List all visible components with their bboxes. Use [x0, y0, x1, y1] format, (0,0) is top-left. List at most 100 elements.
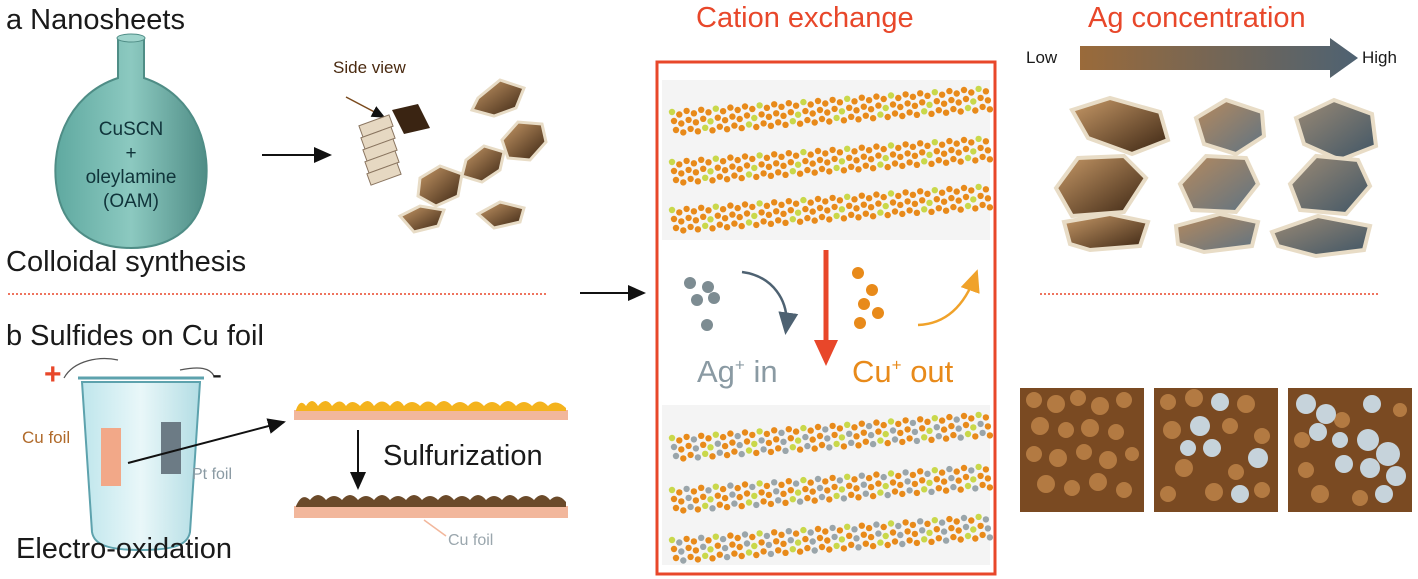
lattice-atom: [738, 502, 745, 510]
lattice-atom: [683, 535, 690, 543]
lattice-atom: [962, 145, 970, 153]
lattice-atom: [889, 199, 897, 206]
lattice-atom: [904, 100, 911, 107]
lattice-atom: [727, 430, 734, 437]
lattice-atom: [975, 85, 982, 93]
lattice-atom: [955, 197, 962, 204]
lattice-atom: [796, 548, 804, 555]
lattice-atom: [931, 415, 938, 422]
lattice-atom: [670, 443, 678, 451]
panel-a-title: a Nanosheets: [6, 4, 185, 36]
lattice-atom: [840, 167, 848, 174]
lattice-atom: [875, 102, 882, 109]
lattice-atom: [670, 167, 678, 175]
lattice-atom: [960, 136, 968, 144]
lattice-atom: [721, 167, 729, 174]
lattice-atom: [775, 169, 782, 176]
lattice-atom: [982, 414, 990, 421]
cu-foil-electrode-label: Cu foil: [22, 428, 71, 447]
lattice-atom: [946, 185, 953, 193]
lattice-atom: [911, 530, 919, 538]
lattice-atom: [895, 144, 902, 152]
lattice-atom: [940, 100, 948, 107]
lattice-atom: [765, 439, 773, 447]
lattice-atom: [968, 415, 975, 422]
lattice-atom: [763, 154, 771, 161]
lattice-atom: [942, 207, 950, 214]
lattice-atom: [940, 478, 948, 485]
lattice-atom: [809, 538, 816, 545]
lattice-atom: [814, 423, 822, 431]
lattice-atom: [668, 158, 676, 166]
lattice-atom: [700, 441, 707, 448]
lattice-atom: [889, 529, 897, 536]
lattice-atom: [904, 478, 911, 485]
lattice-atom: [780, 438, 787, 445]
lattice-atom: [972, 205, 979, 212]
lattice-atom: [690, 538, 698, 545]
lattice-atom: [884, 163, 891, 171]
ag-ions: [684, 277, 720, 331]
lattice-atom: [899, 438, 906, 446]
lattice-atom: [741, 103, 749, 110]
side-view-label: Side view: [333, 58, 406, 77]
ag-charge: +: [734, 355, 745, 375]
lattice-atom: [773, 488, 780, 495]
lattice-atom: [811, 169, 818, 176]
lattice-atom: [855, 166, 862, 173]
lattice-atom: [938, 417, 946, 424]
lattice-atom: [902, 519, 909, 526]
lattice-atom: [924, 92, 931, 100]
lattice-atom: [785, 150, 792, 157]
lattice-atom: [960, 464, 968, 472]
lattice-atom: [862, 112, 869, 119]
lattice-atom: [751, 440, 758, 448]
lattice-atom: [924, 418, 931, 425]
lattice-atom: [792, 200, 800, 207]
lattice-atom: [763, 430, 771, 438]
lattice-atom: [753, 551, 760, 559]
lattice-atom: [848, 491, 855, 498]
lattice-atom: [782, 549, 789, 556]
lattice-atom: [811, 445, 818, 452]
lattice-atom: [887, 418, 895, 425]
lattice-atom: [940, 150, 948, 157]
lattice-atom: [692, 445, 700, 452]
lattice-atom: [775, 119, 782, 126]
lattice-atom: [913, 111, 921, 119]
lattice-atom: [802, 157, 809, 165]
lattice-atom: [765, 491, 773, 499]
lattice-atom: [942, 159, 950, 166]
lattice-atom: [734, 156, 741, 164]
lattice-atom: [787, 159, 794, 166]
lattice-atom: [862, 540, 869, 547]
lattice-atom: [778, 103, 785, 111]
high-label: High: [1362, 48, 1397, 67]
high-ag-cluster: [1269, 97, 1379, 259]
lattice-atom: [753, 123, 760, 131]
lattice-atom: [982, 88, 990, 95]
lattice-atom: [694, 128, 702, 135]
lattice-atom: [816, 534, 824, 542]
lattice-atom: [807, 101, 814, 108]
lattice-atom: [816, 106, 824, 114]
electro-oxidation-caption: Electro-oxidation: [16, 533, 232, 565]
lattice-atom: [924, 520, 931, 527]
lattice-atom: [756, 152, 763, 159]
lattice-atom: [807, 199, 814, 206]
lattice-atom: [833, 212, 840, 220]
lattice-atom: [968, 467, 975, 474]
lattice-atom: [968, 139, 975, 146]
lattice-atom: [875, 152, 882, 159]
lattice-atom: [736, 165, 743, 173]
lattice-atom: [690, 160, 698, 167]
lattice-atom: [877, 161, 884, 168]
lattice-atom: [771, 479, 778, 486]
lattice-atom: [919, 477, 926, 484]
lattice-atom: [860, 481, 867, 488]
lattice-atom: [736, 493, 743, 501]
surface-mid-ag: [1154, 388, 1278, 512]
lattice-atom: [926, 529, 933, 536]
lattice-atom: [698, 484, 705, 491]
lattice-atom: [897, 429, 904, 437]
